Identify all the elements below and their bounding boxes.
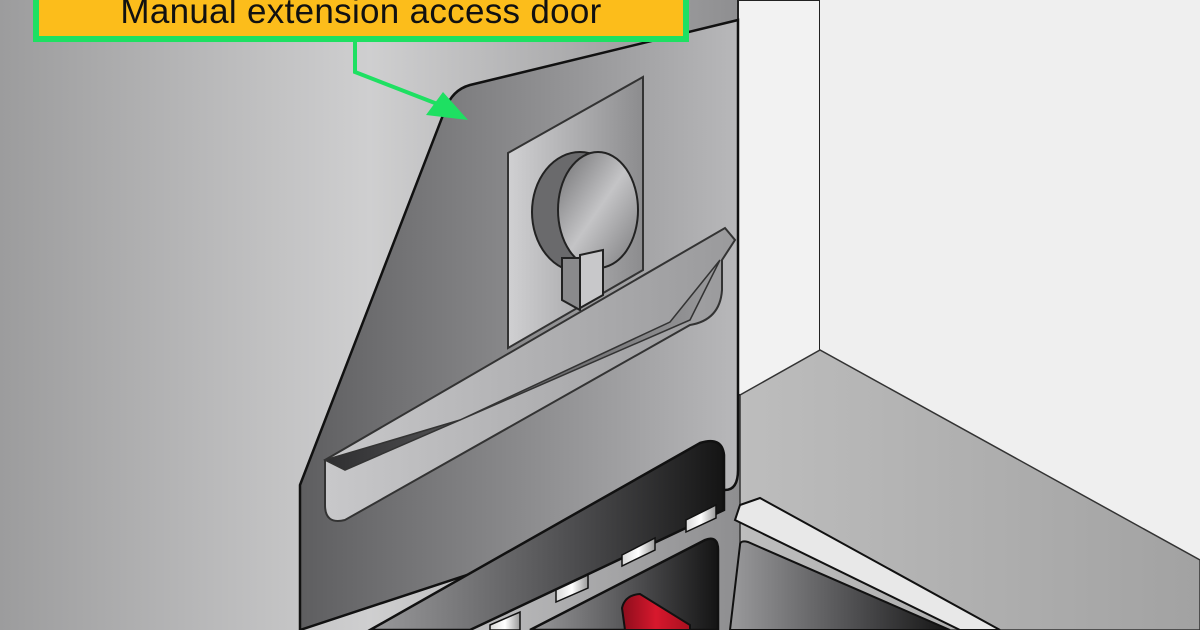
callout-label-box: Manual extension access door [33,0,689,42]
callout-label: Manual extension access door [120,0,602,31]
rail-top [733,496,1001,630]
callout-arrow-line [353,35,441,107]
cabinet-side-wall [737,0,821,396]
slot-tabs [489,503,717,630]
handle-tray[interactable] [324,226,737,522]
handle-tray-recess [322,259,721,471]
keyhole-stem-front [579,248,604,310]
slot-tab [489,610,521,630]
keyhole-stem [561,257,581,312]
lower-slot-right [728,540,951,630]
slot-tab [621,536,656,568]
door-slot [367,439,726,630]
lower-compartment [529,537,720,630]
slot-tab [685,503,717,534]
callout-arrow-head-icon [426,92,468,120]
slot-tab [555,573,589,604]
red-release-lever[interactable] [620,592,691,630]
